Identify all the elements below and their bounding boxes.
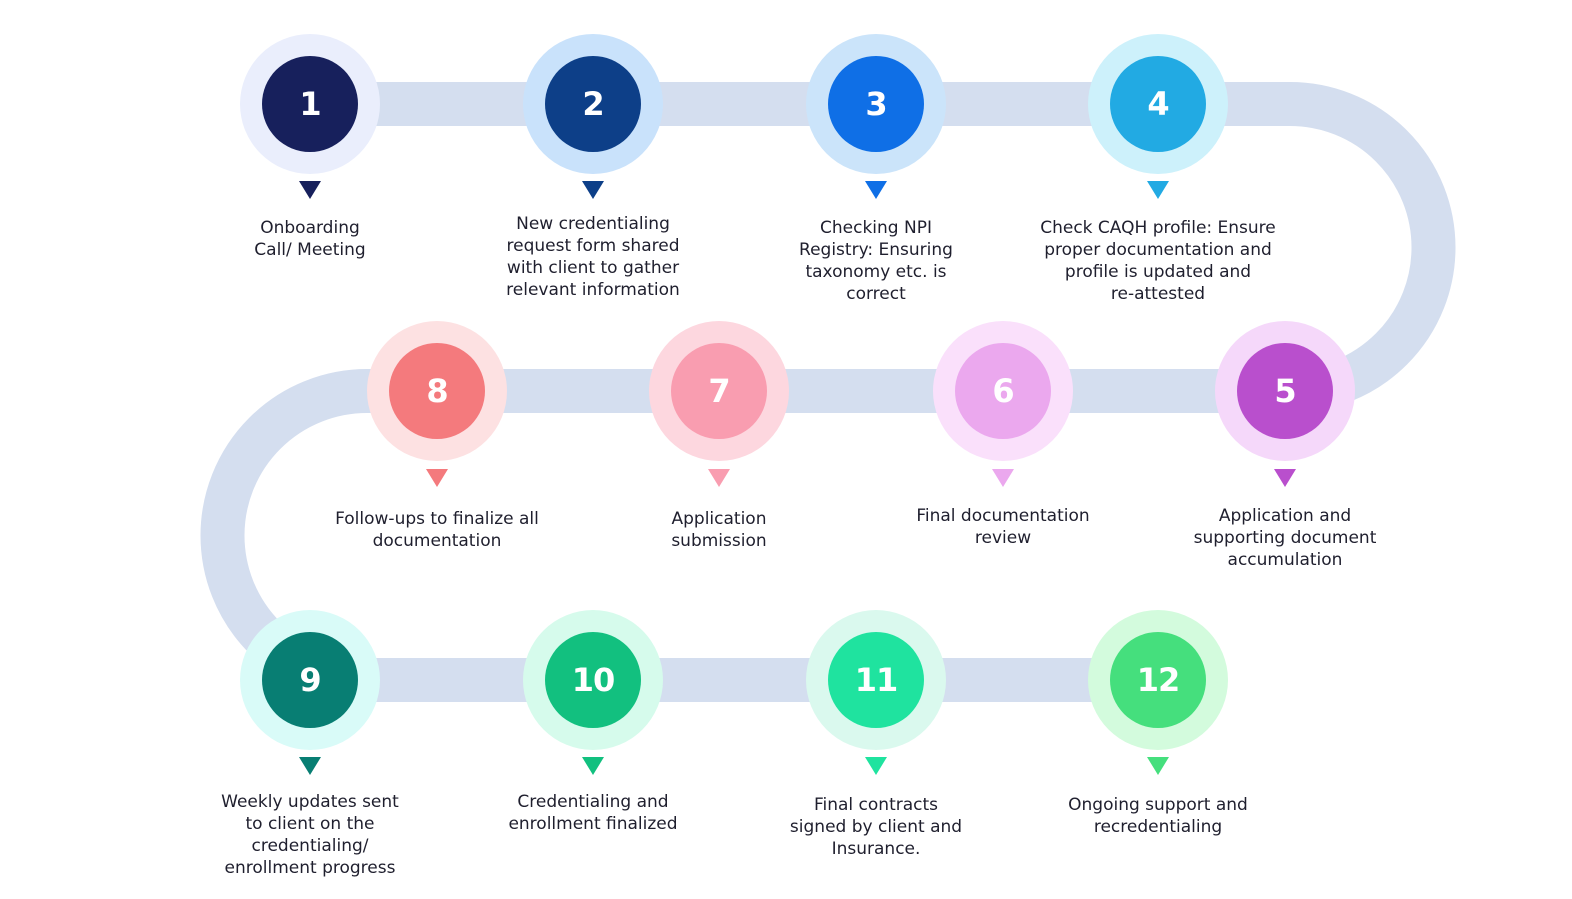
pointer-triangle-icon — [992, 469, 1014, 487]
step-number-badge: 7 — [671, 343, 767, 439]
step-4: 4 — [1088, 34, 1228, 199]
pointer-triangle-icon — [582, 181, 604, 199]
serpentine-path — [200, 82, 1456, 702]
pointer-triangle-icon — [1274, 469, 1296, 487]
step-10-caption: Credentialing and enrollment finalized — [508, 792, 678, 834]
step-3: 3 — [806, 34, 946, 199]
step-1-caption: Onboarding Call/ Meeting — [254, 218, 366, 260]
step-number-badge: 4 — [1110, 56, 1206, 152]
pointer-triangle-icon — [1147, 757, 1169, 775]
pointer-triangle-icon — [582, 757, 604, 775]
step-number-badge: 1 — [262, 56, 358, 152]
pointer-triangle-icon — [865, 757, 887, 775]
pointer-triangle-icon — [426, 469, 448, 487]
pointer-triangle-icon — [1147, 181, 1169, 199]
step-5: 5 — [1215, 321, 1355, 487]
step-7: 7 — [649, 321, 789, 487]
step-11: 11 — [806, 610, 946, 775]
step-4-caption: Check CAQH profile: Ensure proper docume… — [1040, 218, 1276, 304]
pointer-triangle-icon — [865, 181, 887, 199]
step-number-badge: 10 — [545, 632, 641, 728]
step-number-badge: 6 — [955, 343, 1051, 439]
step-number-badge: 8 — [389, 343, 485, 439]
step-6-caption: Final documentation review — [916, 506, 1090, 548]
step-number-badge: 11 — [828, 632, 924, 728]
pointer-triangle-icon — [299, 757, 321, 775]
step-number-badge: 12 — [1110, 632, 1206, 728]
step-number-badge: 2 — [545, 56, 641, 152]
step-8: 8 — [367, 321, 507, 487]
step-2-caption: New credentialing request form shared wi… — [506, 214, 680, 300]
step-number-badge: 9 — [262, 632, 358, 728]
step-10: 10 — [523, 610, 663, 775]
step-8-caption: Follow-ups to finalize all documentation — [335, 509, 539, 551]
step-2: 2 — [523, 34, 663, 199]
step-12: 12 — [1088, 610, 1228, 775]
step-3-caption: Checking NPI Registry: Ensuring taxonomy… — [799, 218, 953, 304]
step-number-badge: 3 — [828, 56, 924, 152]
pointer-triangle-icon — [299, 181, 321, 199]
step-9: 9 — [240, 610, 380, 775]
step-1: 1 — [240, 34, 380, 199]
step-12-caption: Ongoing support and recredentialing — [1068, 795, 1248, 837]
step-7-caption: Application submission — [671, 509, 767, 551]
step-6: 6 — [933, 321, 1073, 487]
step-9-caption: Weekly updates sent to client on the cre… — [221, 792, 399, 878]
step-number-badge: 5 — [1237, 343, 1333, 439]
step-11-caption: Final contracts signed by client and Ins… — [789, 795, 963, 859]
pointer-triangle-icon — [708, 469, 730, 487]
step-5-caption: Application and supporting document accu… — [1193, 506, 1377, 570]
